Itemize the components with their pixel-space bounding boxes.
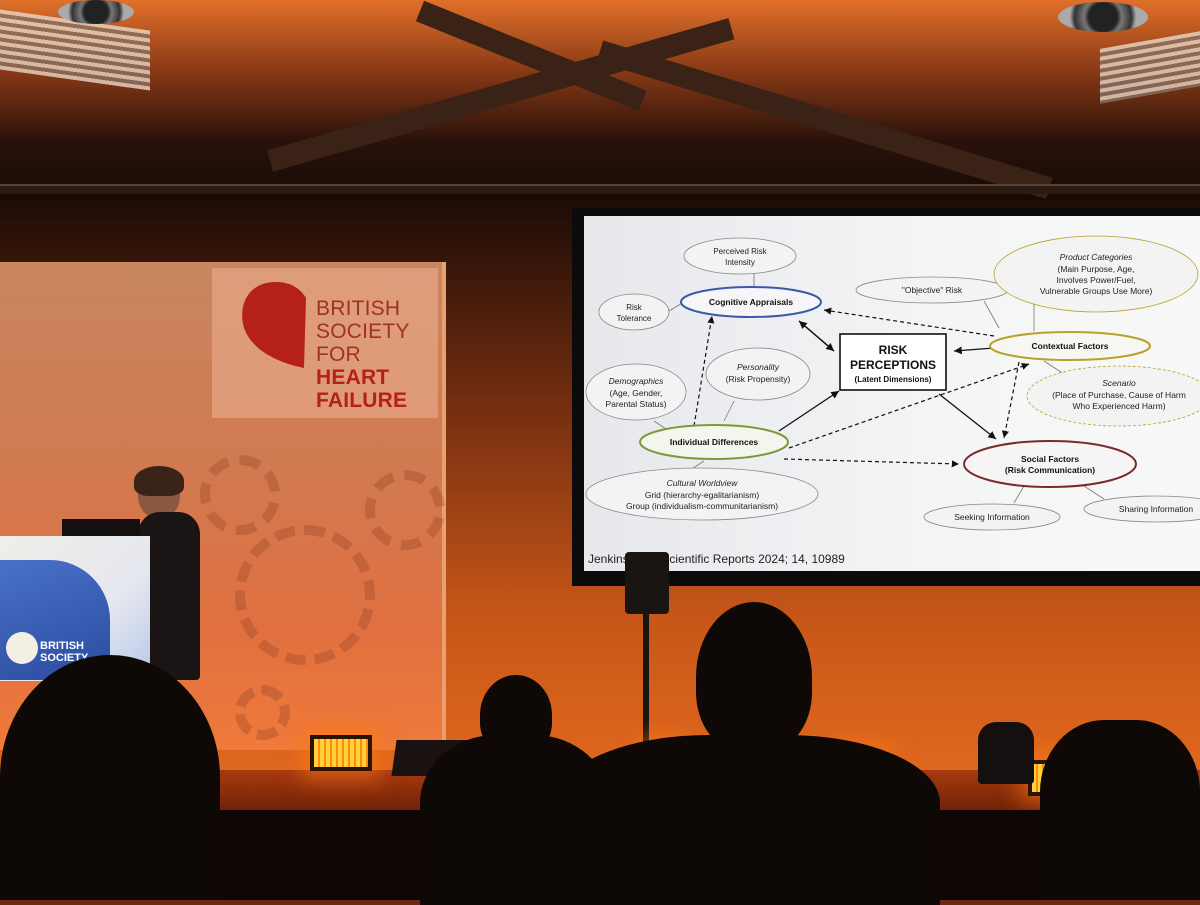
contextual-factors-node: Contextual Factors [1032, 341, 1109, 351]
banner-org-line-bold: FAILURE [316, 389, 408, 412]
speaker-stand-pole [643, 612, 649, 782]
ceiling-speaker-left [58, 0, 134, 24]
audience-head [696, 602, 812, 752]
product-categories-title: Product Categories [1060, 252, 1134, 262]
demographics-line: (Age, Gender, [610, 388, 663, 398]
demographics-line: Parental Status) [606, 399, 667, 409]
cultural-worldview-line: Grid (hierarchy-egalitarianism) [645, 490, 759, 500]
banner-org-name: BRITISH SOCIETY FOR HEART FAILURE [316, 297, 410, 412]
diagram-dashed-arrows [693, 307, 1030, 468]
product-categories-line: Involves Power/Fuel, [1057, 275, 1136, 285]
product-categories-line: (Main Purpose, Age, [1057, 264, 1134, 274]
banner-org-line: FOR [316, 343, 361, 366]
risk-perception-diagram: Perceived Risk Intensity Risk Tolerance … [585, 235, 1200, 531]
personality-title: Personality [737, 362, 780, 372]
gear-icon [235, 525, 375, 665]
individual-differences-node: Individual Differences [670, 437, 759, 447]
scenario-title: Scenario [1102, 378, 1136, 388]
speaker-stand [625, 552, 669, 614]
gear-icon [235, 685, 290, 740]
risk-tolerance-label: Risk [626, 303, 643, 312]
personality-sub: (Risk Propensity) [726, 374, 791, 384]
scenario-line: (Place of Purchase, Cause of Harm [1052, 390, 1186, 400]
laptop [62, 519, 140, 539]
lectern-logo-line: BRITISH [40, 640, 84, 652]
cultural-worldview-line: Group (individualism-communitarianism) [626, 501, 778, 511]
audience-member-raised-phone [1040, 720, 1200, 900]
banner-org-line: BRITISH [316, 297, 401, 320]
diagram-solid-arrows [778, 320, 997, 440]
gear-icon [200, 455, 280, 535]
audience-body [555, 735, 940, 905]
projection-screen: Perceived Risk Intensity Risk Tolerance … [584, 216, 1200, 571]
risk-perceptions-title: RISK [879, 343, 908, 357]
diagram-thin-links [653, 266, 1105, 504]
scenario-line: Who Experienced Harm) [1072, 401, 1165, 411]
audience-head [0, 655, 220, 900]
moving-head-light [978, 722, 1034, 784]
cognitive-appraisals-node: Cognitive Appraisals [709, 297, 794, 307]
presenter-hair [134, 466, 184, 496]
social-factors-sub: (Risk Communication) [1005, 465, 1095, 475]
risk-tolerance-label: Tolerance [617, 314, 652, 323]
demographics-title: Demographics [609, 376, 665, 386]
heart-icon [242, 282, 306, 368]
banner-org-line: SOCIETY [316, 320, 410, 343]
sharing-information-label: Sharing Information [1119, 504, 1193, 514]
stage-light [310, 735, 372, 771]
risk-perceptions-title: PERCEPTIONS [850, 358, 936, 372]
social-factors-node: Social Factors [1021, 454, 1079, 464]
product-categories-line: Vulnerable Groups Use More) [1040, 286, 1153, 296]
gear-icon [365, 470, 445, 550]
lighting-truss [0, 184, 1200, 194]
objective-risk-label: "Objective" Risk [902, 285, 963, 295]
banner-org-line-bold: HEART [316, 366, 390, 389]
perceived-risk-label: Perceived Risk [713, 247, 767, 256]
seeking-information-label: Seeking Information [954, 512, 1030, 522]
cultural-worldview-title: Cultural Worldview [667, 478, 739, 488]
risk-perceptions-subtitle: (Latent Dimensions) [855, 375, 932, 384]
ceiling-speaker-right [1058, 2, 1148, 32]
perceived-risk-label: Intensity [725, 258, 755, 267]
lectern-logo-circle [6, 632, 38, 664]
